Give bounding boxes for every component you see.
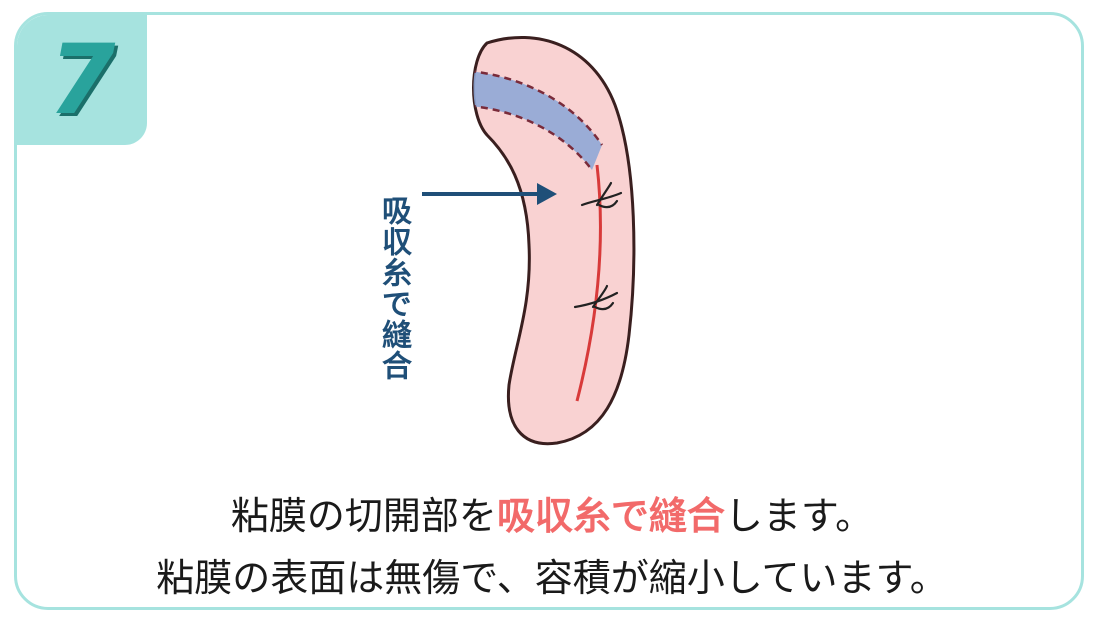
tissue-diagram — [422, 35, 636, 446]
graft-band-upper-edge — [473, 68, 604, 146]
suture-stitch — [573, 284, 619, 311]
pointer-arrow-head — [537, 183, 557, 205]
caption-highlight: 吸収糸で縫合 — [496, 494, 725, 538]
caption-prefix: 粘膜の切開部を — [230, 494, 497, 538]
caption-suffix: します。 — [724, 494, 874, 538]
caption-line-1: 粘膜の切開部を吸収糸で縫合します。 — [17, 485, 1081, 540]
step-badge: 7 — [17, 15, 147, 145]
step-number: 7 — [48, 24, 116, 136]
graft-band-lower-edge — [473, 103, 593, 171]
suture-label: 吸収糸で縫合 — [376, 195, 411, 381]
incision-line — [575, 164, 602, 402]
step-card: 7 吸収糸で — [14, 12, 1084, 610]
caption-line-2: 粘膜の表面は無傷で、容積が縮小しています。 — [156, 556, 948, 600]
suture-stitch — [580, 181, 623, 209]
